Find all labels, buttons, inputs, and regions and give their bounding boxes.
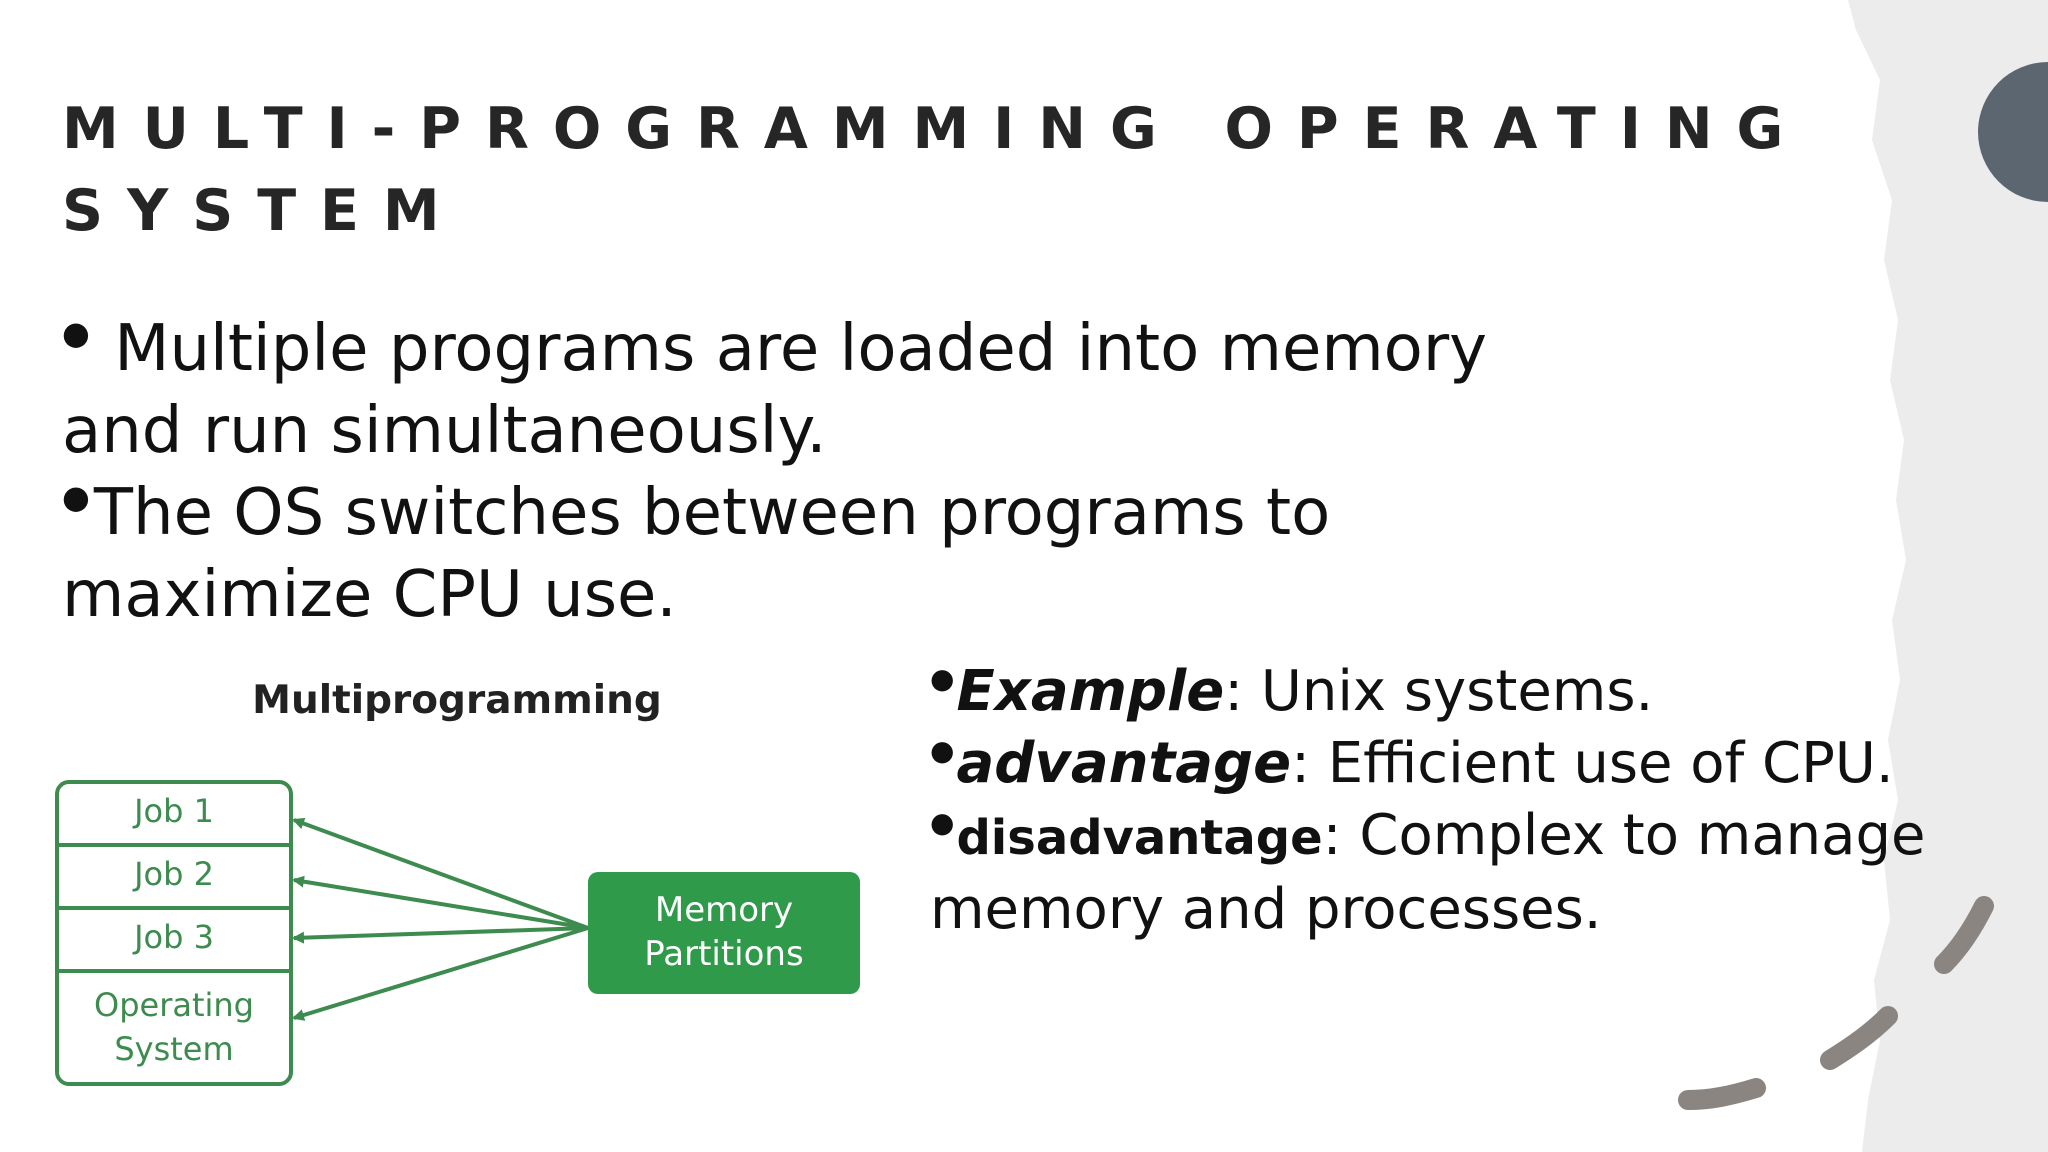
os-label-line-2: System: [114, 1030, 233, 1068]
bullet-2-text: The OS switches between programs to: [93, 476, 1331, 550]
dash-decoration: [1934, 896, 1994, 974]
arrow-to-job-2: [292, 875, 589, 930]
slide-title: MULTI-PROGRAMMING OPERATING SYSTEM: [62, 88, 1808, 252]
title-line-2: SYSTEM: [62, 178, 464, 244]
example-bullet: ●Example: Unix systems.: [930, 656, 1930, 728]
bullet-1-line-2: and run simultaneously.: [62, 394, 827, 468]
main-bullet-list: ● Multiple programs are loaded into memo…: [62, 308, 1582, 636]
diagram-title: Multiprogramming: [252, 678, 662, 723]
disadvantage-continued: memory and processes.: [930, 877, 1602, 942]
arrow-to-job-3: [292, 926, 589, 944]
job-2-label: Job 2: [132, 855, 214, 893]
torn-paper-shape: [1848, 0, 2048, 1152]
advantage-term: advantage: [956, 731, 1292, 796]
title-line-1: MULTI-PROGRAMMING OPERATING: [62, 96, 1808, 162]
job-1-label: Job 1: [132, 792, 214, 830]
example-text: : Unix systems.: [1224, 659, 1654, 724]
bullet-dot-icon: ●: [62, 478, 90, 516]
os-label-line-1: Operating: [94, 986, 254, 1024]
bullet-1-text: Multiple programs are loaded into memory: [114, 312, 1488, 386]
bullet-1-line-1: ● Multiple programs are loaded into memo…: [62, 308, 1582, 390]
bullet-2-line-2: maximize CPU use.: [62, 558, 677, 632]
bullet-dot-icon: ●: [930, 662, 955, 695]
memory-partitions-box: [588, 872, 860, 994]
circle-decoration: [1978, 62, 2048, 202]
advantage-bullet: ●advantage: Efficient use of CPU.: [930, 728, 1930, 800]
disadvantage-bullet: ●disadvantage: Complex to manage: [930, 800, 1930, 874]
bullet-dot-icon: ●: [930, 734, 955, 767]
memory-stack-box: [55, 780, 293, 1086]
disadvantage-text: : Complex to manage: [1322, 803, 1926, 868]
disadvantage-term: disadvantage: [956, 810, 1323, 866]
arrow-to-os: [292, 926, 589, 1021]
bullet-dot-icon: ●: [62, 314, 90, 352]
side-bullet-list: ●Example: Unix systems. ●advantage: Effi…: [930, 656, 1930, 946]
advantage-text: : Efficient use of CPU.: [1291, 731, 1894, 796]
dash-decoration: [1678, 1078, 1766, 1110]
arrow-to-job-1: [292, 817, 589, 930]
memory-label-line-1: Memory: [655, 890, 793, 930]
bullet-dot-icon: ●: [930, 806, 955, 839]
bullet-2-line-1: ●The OS switches between programs to: [62, 472, 1582, 554]
job-3-label: Job 3: [132, 918, 214, 956]
dash-decoration: [1820, 1006, 1898, 1070]
memory-label-line-2: Partitions: [644, 934, 803, 974]
multiprogramming-diagram: Multiprogramming Job 1 Job 2 Job 3 Opera…: [55, 678, 860, 1086]
example-term: Example: [956, 659, 1225, 724]
